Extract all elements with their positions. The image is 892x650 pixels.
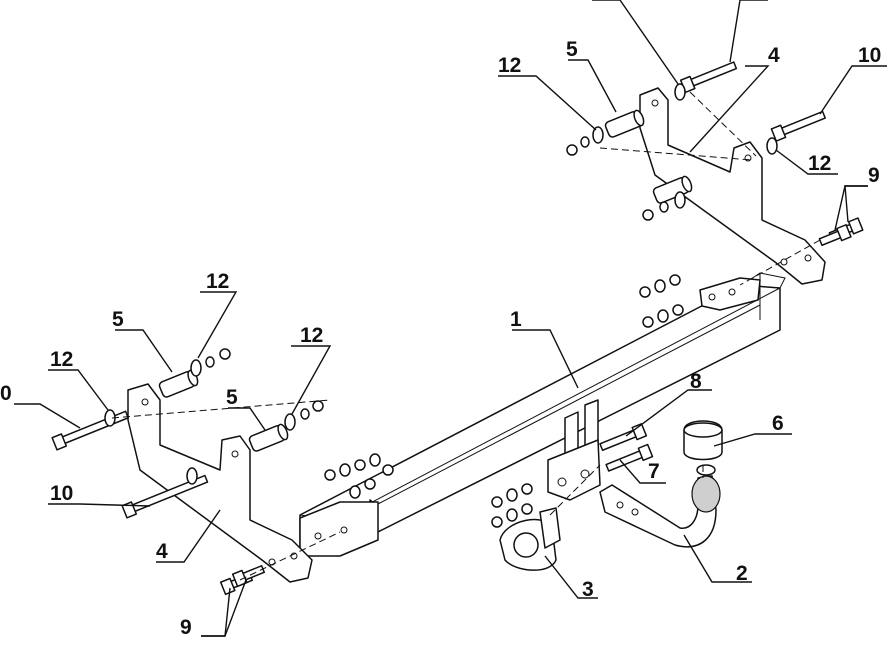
callout-12-top-cut: 12 (590, 0, 613, 3)
spacer-sleeves-part-5 (158, 109, 693, 452)
callout-6: 6 (772, 412, 784, 435)
callout-5-right: 5 (566, 38, 578, 61)
callout-labels: 1 2 3 4 4 5 5 5 6 7 8 9 9 10 10 10 0 12 … (0, 0, 881, 639)
callout-9-left: 9 (180, 616, 192, 639)
callout-10-left-lower: 10 (50, 482, 73, 505)
callout-8: 8 (690, 370, 702, 393)
callout-2: 2 (736, 562, 748, 585)
callout-12-left-upper: 12 (206, 270, 229, 293)
callout-10-top: 10 (766, 0, 789, 3)
right-side-bracket-part-4 (639, 87, 826, 285)
callout-12-right-lower: 12 (808, 152, 831, 175)
callout-5-left-upper: 5 (112, 308, 124, 331)
callout-4-left: 4 (156, 540, 168, 563)
leader-lines (14, 0, 887, 637)
crossbar-part-1 (299, 272, 786, 557)
callout-12-right-upper: 12 (498, 54, 521, 77)
callout-7: 7 (648, 460, 660, 483)
washers-and-nuts (104, 83, 778, 528)
socket-plate-part-3 (499, 507, 561, 571)
callout-12-left-washer: 12 (50, 348, 73, 371)
callout-1: 1 (510, 308, 522, 331)
tow-ball-neck-part-2 (599, 464, 721, 548)
callout-10-left-cut: 0 (0, 382, 12, 405)
ball-cover-part-6 (683, 420, 723, 461)
callout-10-right: 10 (858, 44, 881, 67)
callout-12-left-middle: 12 (300, 324, 323, 347)
callout-9-right: 9 (868, 164, 880, 187)
callout-3: 3 (582, 578, 594, 601)
callout-4-right: 4 (768, 44, 780, 67)
callout-5-left-lower: 5 (226, 386, 238, 409)
assembly-dash-lines (111, 91, 821, 581)
